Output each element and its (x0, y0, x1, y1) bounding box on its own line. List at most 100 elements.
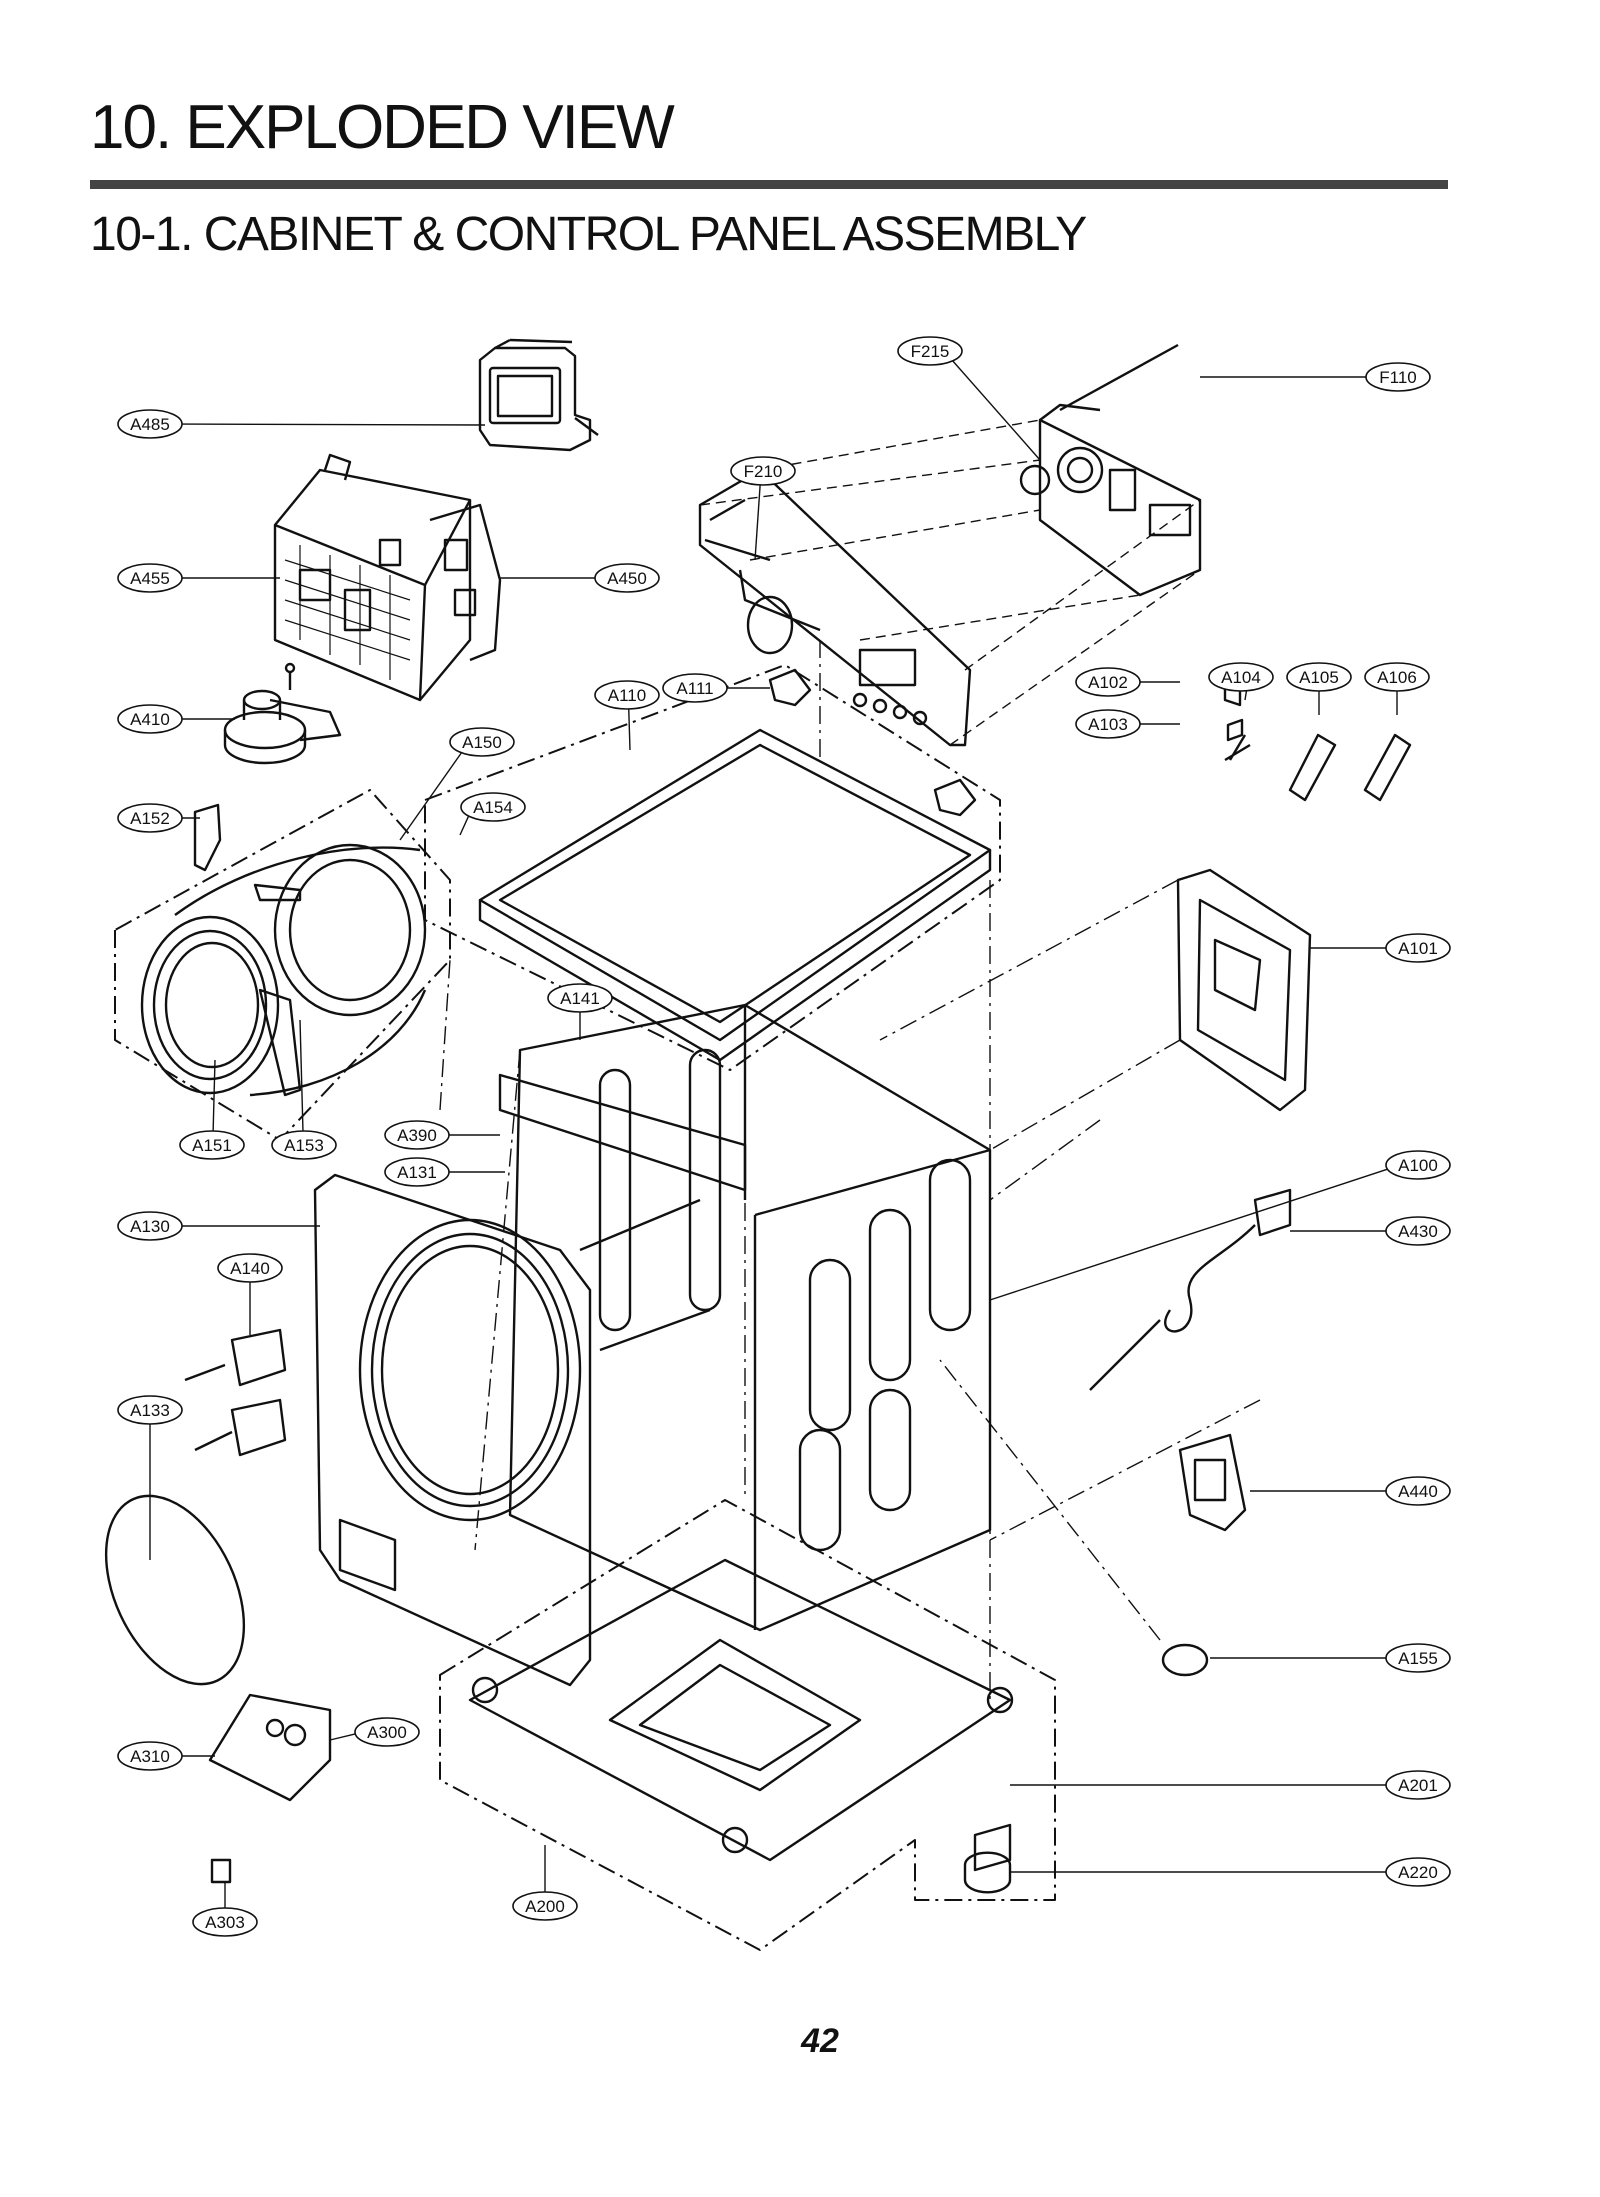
callout-label: F210 (744, 462, 783, 481)
callout-label: A390 (397, 1126, 437, 1145)
control-board-part (1019, 343, 1202, 597)
callout-a154: A154 (459, 792, 526, 836)
callout-ellipse (384, 1157, 450, 1187)
callout-label: A220 (1398, 1863, 1438, 1882)
callout-a410: A410 (117, 704, 235, 734)
hose-clip-parts (1223, 677, 1412, 802)
callout-a104: A104 (1208, 662, 1274, 701)
callout-a140: A140 (217, 1253, 283, 1335)
section-subtitle: 10-1. CABINET & CONTROL PANEL ASSEMBLY (90, 208, 1087, 261)
page-title: 10. EXPLODED VIEW (90, 93, 675, 162)
callout-leader-line (181, 423, 486, 426)
callout-label: A100 (1398, 1156, 1438, 1175)
callout-label: F215 (911, 342, 950, 361)
callout-a131: A131 (384, 1157, 505, 1187)
callout-ellipse (354, 1717, 420, 1747)
callout-leader-line (952, 360, 1041, 461)
callout-leader-line (212, 1059, 216, 1132)
callout-a310: A310 (117, 1741, 215, 1771)
callout-a105: A105 (1286, 662, 1352, 715)
callout-label: A104 (1221, 668, 1261, 687)
callout-ellipse (1385, 1476, 1451, 1506)
callout-ellipse (547, 983, 613, 1013)
callout-label: A102 (1088, 673, 1128, 692)
callout-a133: A133 (117, 1395, 183, 1560)
callout-label: A140 (230, 1259, 270, 1278)
callout-label: A130 (130, 1217, 170, 1236)
callout-a303: A303 (192, 1882, 258, 1937)
callout-label: A201 (1398, 1776, 1438, 1795)
callout-label: A200 (525, 1897, 565, 1916)
callout-ellipse (594, 563, 660, 593)
callout-leader-line (329, 1733, 356, 1741)
callout-a111: A111 (662, 673, 770, 703)
callout-label: A430 (1398, 1222, 1438, 1241)
callout-ellipse (1385, 1770, 1451, 1800)
callout-ellipse (1208, 662, 1274, 692)
callout-a151: A151 (179, 1059, 245, 1160)
back-cover-part (1176, 868, 1312, 1112)
callout-ellipse (117, 1395, 183, 1425)
callout-a455: A455 (117, 563, 280, 593)
callout-a103: A103 (1075, 709, 1180, 739)
cap-part (1161, 1643, 1209, 1677)
callout-ellipse (460, 792, 526, 822)
callout-ellipse (1385, 933, 1451, 963)
projection-lines (699, 419, 1201, 746)
callout-label: A155 (1398, 1649, 1438, 1668)
top-plate-part (424, 664, 1001, 1071)
callout-f215: F215 (897, 336, 1041, 461)
callout-label: A455 (130, 569, 170, 588)
callout-leader-line (754, 484, 761, 561)
callout-label: A310 (130, 1747, 170, 1766)
callout-a300: A300 (329, 1717, 420, 1747)
callout-label: A133 (130, 1401, 170, 1420)
callout-a130: A130 (117, 1211, 320, 1241)
callout-a100: A100 (989, 1150, 1451, 1301)
door-assembly-group (114, 789, 451, 1141)
callout-ellipse (117, 704, 183, 734)
callout-a153: A153 (271, 1019, 337, 1160)
callout-label: A106 (1377, 668, 1417, 687)
callout-ellipse (594, 680, 660, 710)
callout-a430: A430 (1290, 1216, 1451, 1246)
callout-f210: F210 (730, 456, 796, 561)
callout-label: A485 (130, 415, 170, 434)
power-cord-part (1089, 1188, 1292, 1391)
callout-a101: A101 (1310, 933, 1451, 963)
callout-ellipse (1075, 667, 1141, 697)
callout-a102: A102 (1075, 667, 1180, 697)
callout-ellipse (1075, 709, 1141, 739)
callout-ellipse (192, 1907, 258, 1937)
callout-label: A440 (1398, 1482, 1438, 1501)
callout-ellipse (1286, 662, 1352, 692)
callout-a152: A152 (117, 803, 200, 833)
control-panel-part (698, 468, 972, 747)
callout-leader-line (299, 1019, 304, 1132)
callout-a141: A141 (547, 983, 613, 1040)
callout-a150: A150 (399, 727, 515, 841)
callout-leader-line (399, 752, 463, 841)
base-frame-part (439, 1499, 1056, 1951)
callout-ellipse (662, 673, 728, 703)
callout-label: A410 (130, 710, 170, 729)
callout-ellipse (897, 336, 963, 366)
callout-a200: A200 (512, 1845, 578, 1921)
callout-ellipse (1365, 362, 1431, 392)
callout-leader-line (989, 1168, 1388, 1301)
callout-ellipse (271, 1130, 337, 1160)
callout-label: A450 (607, 569, 647, 588)
door-lock-bracket-part (184, 1328, 287, 1457)
callout-ellipse (1364, 662, 1430, 692)
callout-label: A131 (397, 1163, 437, 1182)
page-number: 42 (801, 2022, 839, 2060)
callout-ellipse (217, 1253, 283, 1283)
callout-label: A111 (676, 679, 713, 698)
door-hinge-part (193, 803, 222, 872)
callout-a390: A390 (384, 1120, 500, 1150)
callout-f110: F110 (1200, 362, 1431, 392)
callout-ellipse (117, 409, 183, 439)
callout-label: A154 (473, 798, 513, 817)
door-gasket-ring-part (104, 1494, 246, 1686)
